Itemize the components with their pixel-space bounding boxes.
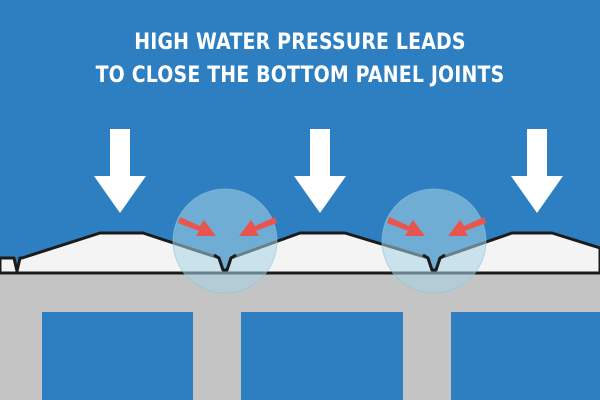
panel-profile xyxy=(0,231,600,275)
closed-joint-left xyxy=(213,253,237,272)
support-pillar-center xyxy=(193,312,241,400)
base-slab xyxy=(0,273,600,312)
down-arrow-icon xyxy=(511,129,563,213)
closed-joint-right xyxy=(422,253,446,272)
joint-highlight-right xyxy=(381,188,487,294)
inward-arrow-icon xyxy=(178,217,216,236)
inward-arrow-icon xyxy=(239,217,277,236)
title-line-1: HIGH WATER PRESSURE LEADS xyxy=(134,30,466,55)
inward-arrow-icon xyxy=(387,217,425,236)
support-pillar-left xyxy=(0,312,42,400)
inward-arrow-icon xyxy=(448,217,486,236)
title-line-2: TO CLOSE THE BOTTOM PANEL JOINTS xyxy=(95,63,505,88)
joint-highlight-left xyxy=(172,188,278,294)
down-arrow-icon xyxy=(294,129,346,213)
support-pillar-right xyxy=(403,312,451,400)
down-arrow-icon xyxy=(94,129,146,213)
diagram-title: HIGH WATER PRESSURE LEADS TO CLOSE THE B… xyxy=(42,26,558,92)
